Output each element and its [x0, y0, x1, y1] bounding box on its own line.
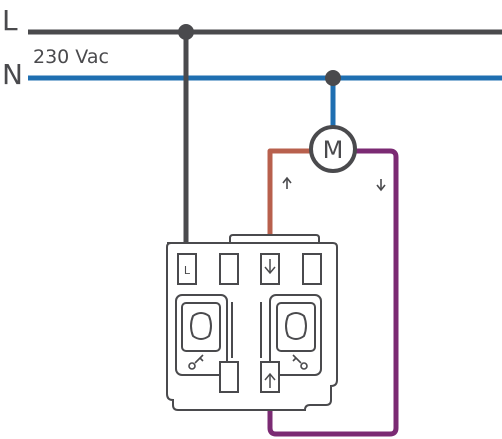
- down-arrow-icon: [376, 179, 386, 192]
- motor-icon: [309, 125, 357, 173]
- terminal-l-label: L: [184, 264, 191, 277]
- motor-label: M: [323, 136, 344, 164]
- key-icon: [292, 354, 308, 370]
- down-wire: [267, 148, 399, 437]
- line-label: L: [2, 4, 18, 37]
- terminal-down-arrow-icon: [264, 259, 276, 275]
- line-junction-dot: [178, 24, 194, 40]
- terminal-up-arrow-icon: [264, 372, 276, 388]
- terminal-up: [260, 361, 280, 393]
- key-icon: [188, 354, 204, 370]
- neutral-junction-dot: [325, 70, 341, 86]
- neutral-label: N: [2, 58, 23, 91]
- terminal-2: [219, 253, 239, 285]
- right-rocker: [260, 294, 322, 376]
- up-arrow-icon: [282, 176, 292, 189]
- terminal-l: L: [177, 253, 197, 285]
- voltage-label: 230 Vac: [33, 46, 109, 68]
- left-rocker: [175, 294, 233, 376]
- terminal-5: [219, 361, 239, 393]
- terminal-4: [302, 253, 322, 285]
- up-wire: [267, 148, 313, 240]
- terminal-down: [260, 253, 280, 285]
